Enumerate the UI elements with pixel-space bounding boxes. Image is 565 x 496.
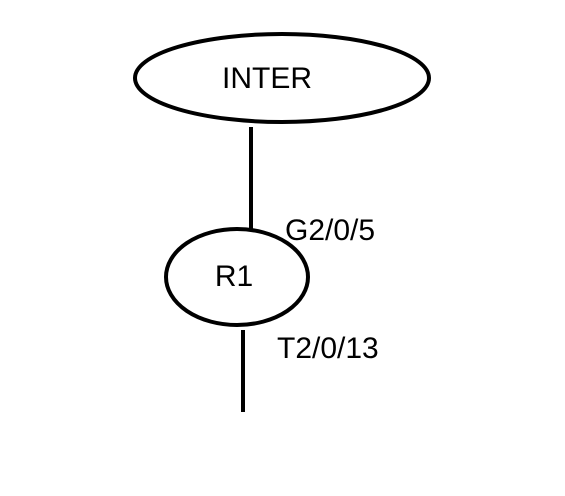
downlink-port-label: T2/0/13 [277, 332, 379, 365]
internet-node-shape [133, 32, 431, 124]
router-node-label: R1 [215, 260, 253, 293]
uplink-port-label: G2/0/5 [285, 214, 375, 247]
router-node-shape [164, 227, 310, 327]
internet-node-label: INTER [222, 62, 312, 95]
internet-node: INTER [133, 32, 431, 124]
router-node: R1 [164, 227, 310, 327]
